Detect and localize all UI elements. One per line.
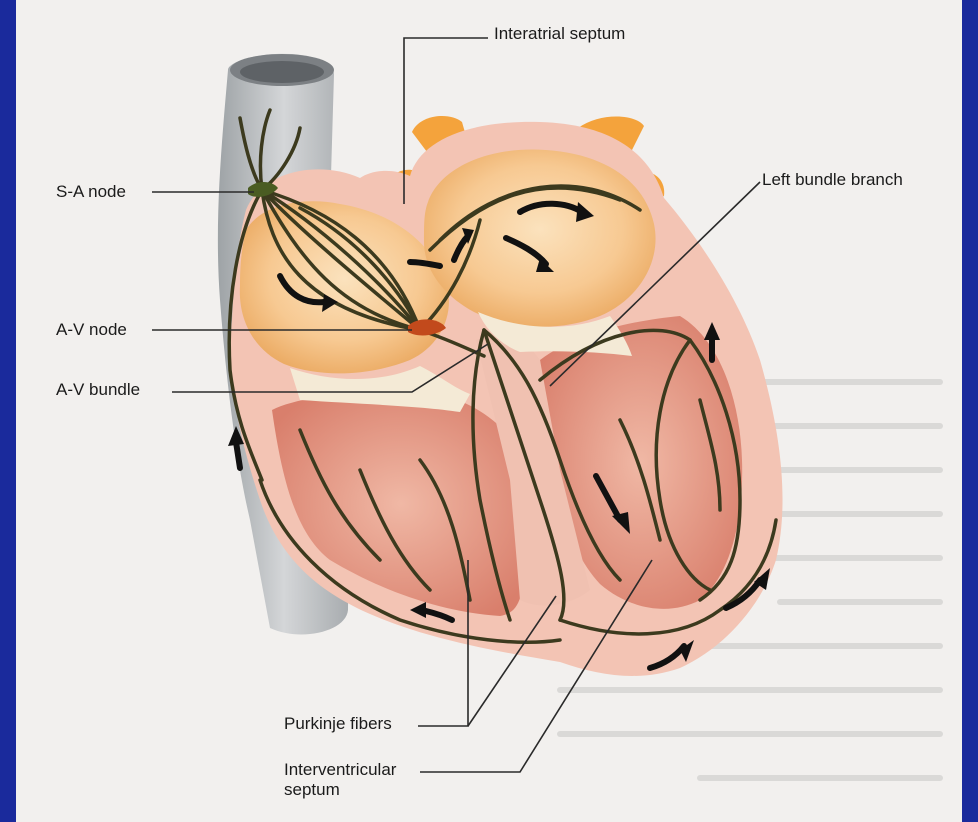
interventricular-septum-label-line1: Interventricular [284,760,396,780]
left-atrium [424,150,656,327]
interventricular-septum-label-line2: septum [284,780,340,800]
left-bundle-branch-label: Left bundle branch [762,170,903,190]
av-node-label: A-V node [56,320,127,340]
purkinje-fibers-label: Purkinje fibers [284,714,392,734]
av-bundle-label: A-V bundle [56,380,140,400]
interatrial-septum-label: Interatrial septum [494,24,625,44]
sa-node-label: S-A node [56,182,126,202]
